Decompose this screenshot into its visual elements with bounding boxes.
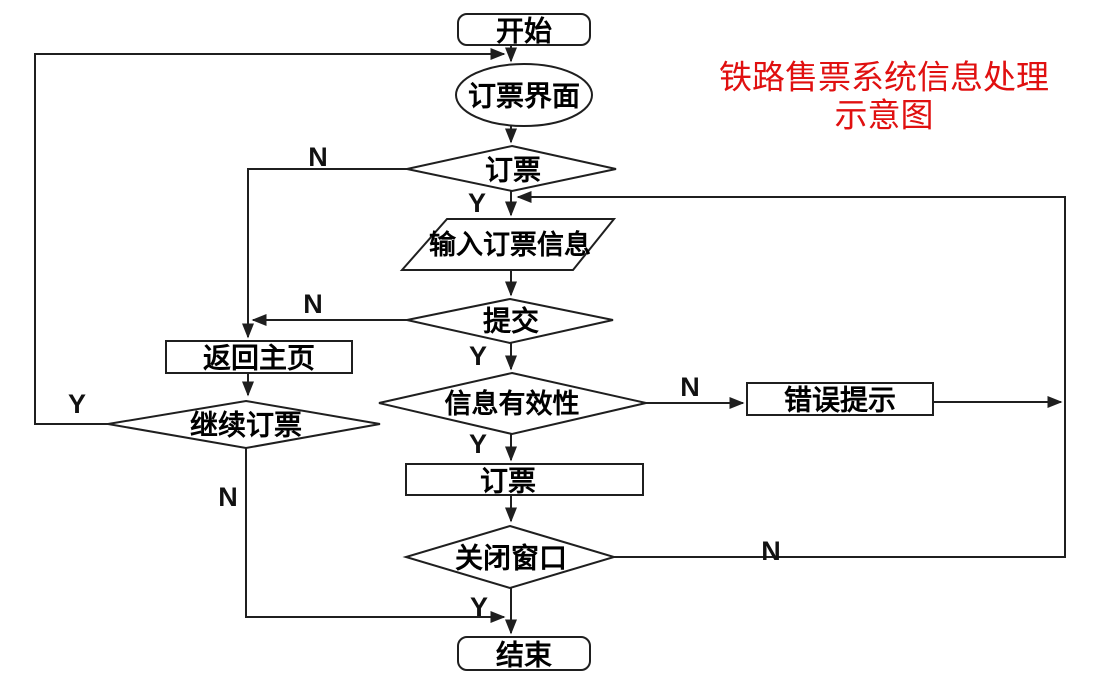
submit-decision-label: 提交 (483, 305, 539, 337)
submit-decision-diamond-shape (406, 297, 614, 345)
branch-label-submit-no: N (303, 289, 323, 319)
branch-label-book-no: N (308, 142, 328, 172)
node-book-ticket-decision: 订票 (406, 144, 617, 193)
return-home-label: 返回主页 (203, 343, 315, 374)
node-start: 开始 (457, 13, 591, 47)
book-ticket-decision-diamond-shape (406, 144, 617, 193)
error-prompt-rect-shape (746, 382, 934, 416)
book-ticket-process-label: 订票 (480, 466, 536, 497)
booking-interface-label: 订票界面 (468, 81, 580, 112)
info-validity-label: 信息有效性 (445, 388, 580, 419)
diagram-title-line2: 示意图 (835, 97, 934, 134)
branch-label-continue-no: N (218, 482, 238, 512)
node-info-validity-decision: 信息有效性 (378, 371, 647, 436)
edge-continue-no-merge-end (245, 448, 506, 623)
book-ticket-process-rect-shape (405, 463, 644, 496)
booking-interface-ellipse-shape (455, 63, 593, 127)
node-close-window-decision: 关闭窗口 (402, 524, 618, 590)
branch-label-close-yes: Y (470, 592, 488, 622)
end-terminator-shape (457, 636, 591, 671)
close-window-diamond-shape (402, 524, 618, 590)
continue-booking-label: 继续订票 (190, 409, 302, 441)
node-end: 结束 (457, 636, 591, 671)
input-booking-info-label: 输入订票信息 (429, 229, 591, 260)
branch-label-submit-yes: Y (469, 341, 487, 371)
edge-continue-yes-loop-top (34, 48, 506, 425)
start-label: 开始 (496, 16, 552, 47)
error-prompt-label: 错误提示 (784, 385, 896, 416)
node-submit-decision: 提交 (406, 297, 614, 345)
branch-label-continue-yes: Y (68, 389, 86, 419)
node-input-booking-info: 输入订票信息 (399, 218, 617, 271)
node-error-prompt: 错误提示 (746, 382, 934, 416)
branch-label-book-yes: Y (468, 188, 486, 218)
return-home-rect-shape (165, 340, 353, 374)
end-label: 结束 (496, 640, 552, 671)
node-continue-booking-decision: 继续订票 (107, 399, 381, 450)
info-validity-diamond-shape (378, 371, 647, 436)
input-booking-info-parallelogram-shape (399, 218, 617, 271)
node-book-ticket-process: 订票 (405, 463, 644, 497)
close-window-label: 关闭窗口 (455, 542, 567, 574)
edge-close-no-loop-input (516, 191, 1066, 558)
book-ticket-decision-label: 订票 (485, 155, 541, 186)
branch-label-close-no: N (761, 536, 781, 566)
continue-booking-diamond-shape (107, 399, 381, 450)
node-booking-interface: 订票界面 (455, 63, 593, 127)
start-terminator-shape (457, 13, 591, 46)
branch-label-validity-no: N (680, 372, 700, 402)
edge-book-no-to-return-home (242, 168, 407, 339)
diagram-title-line1: 铁路售票系统信息处理 (719, 59, 1049, 96)
branch-label-validity-yes: Y (469, 429, 487, 459)
node-return-home: 返回主页 (165, 340, 353, 374)
